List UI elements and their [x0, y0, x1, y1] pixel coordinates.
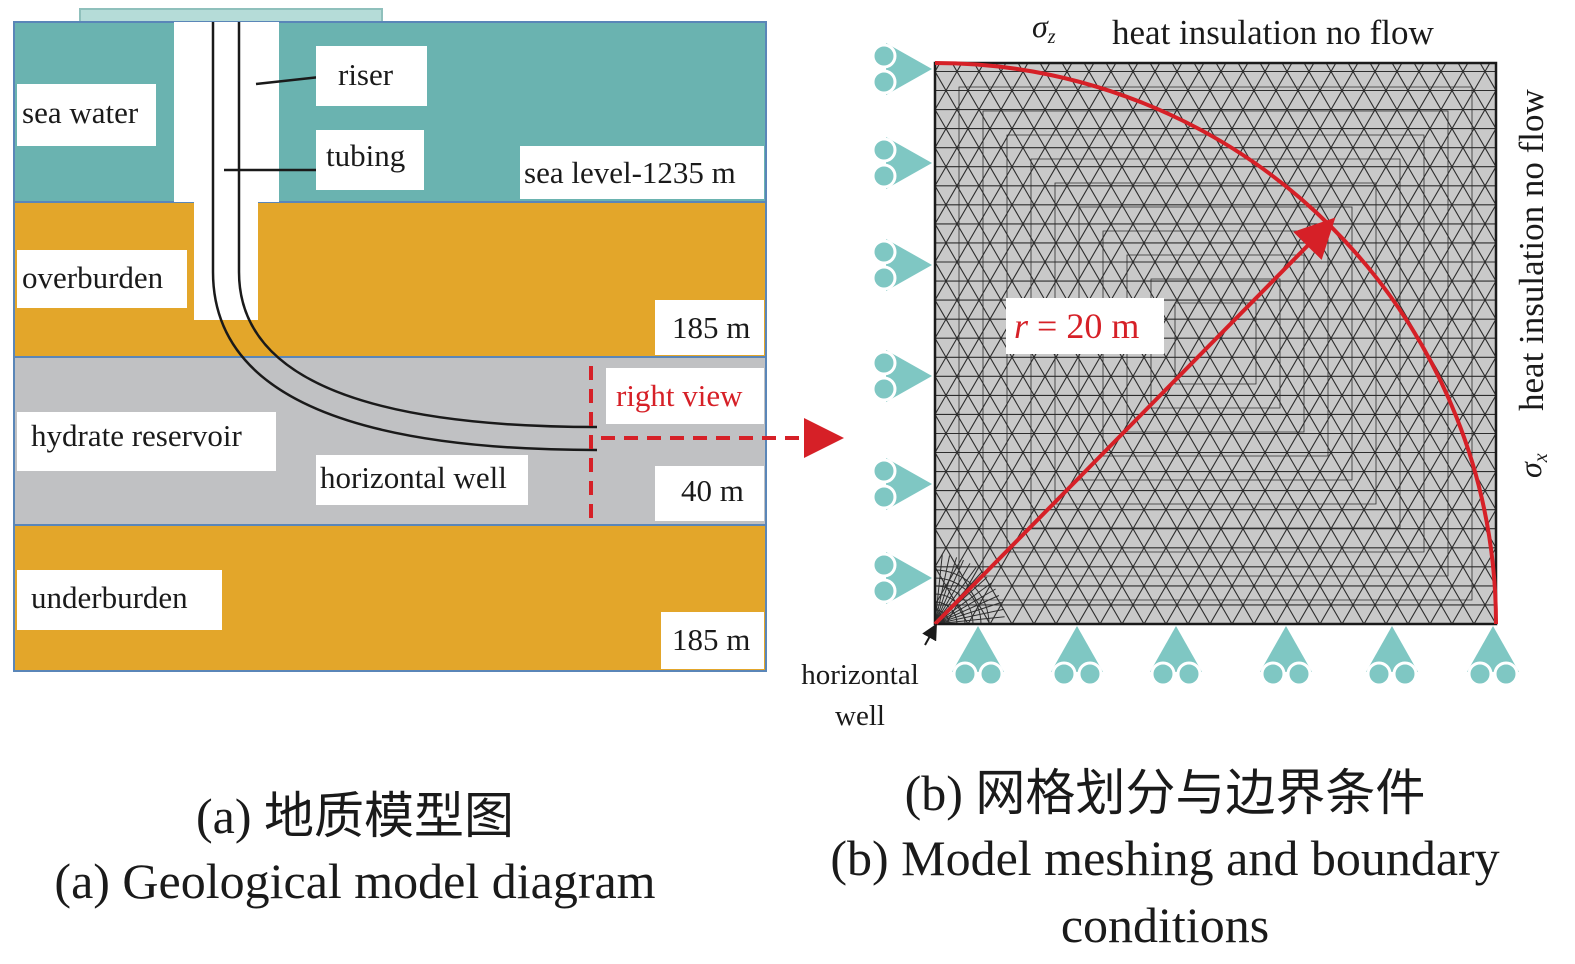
label-box-underburden — [17, 570, 222, 630]
label-box-horizontal-well — [316, 455, 528, 505]
riser-leader — [255, 75, 321, 86]
sigma-x-label: σx — [1512, 453, 1552, 478]
conductor-casing — [194, 200, 258, 320]
riser-pipe — [174, 22, 279, 202]
label-underburden-thickness: 185 m — [672, 622, 750, 657]
well-pointer — [922, 623, 937, 646]
label-hydrate-reservoir: hydrate reservoir — [31, 418, 243, 453]
label-well-line1: horizontal — [801, 659, 919, 691]
label-overburden-thickness: 185 m — [672, 310, 750, 345]
geological-model-diagram: sea water riser tubing sea level-1235 m … — [13, 8, 844, 909]
label-box-sea-water — [17, 84, 156, 146]
radius-arrow — [933, 217, 1336, 626]
radius-variable: r — [1014, 306, 1029, 346]
label-box-riser — [316, 46, 427, 106]
label-box-overburden-thickness — [655, 300, 764, 355]
left-roller-supports — [871, 41, 934, 606]
mesh-lines — [935, 63, 1496, 624]
label-box-tubing — [316, 130, 424, 190]
label-horizontal-well: horizontal well — [320, 460, 507, 495]
caption-b-english-line1: (b) Model meshing and boundary — [830, 830, 1499, 886]
label-well-line2: well — [835, 700, 885, 732]
label-sea-level: sea level-1235 m — [524, 155, 736, 190]
platform — [79, 8, 383, 24]
label-box-underburden-thickness — [661, 612, 764, 669]
mesh-border — [933, 61, 1498, 626]
label-tubing: tubing — [326, 138, 405, 173]
caption-a-chinese: (a) 地质模型图 — [196, 788, 514, 844]
caption-b-english-line2: conditions — [1061, 897, 1269, 953]
label-box-radius — [1006, 298, 1164, 354]
label-reservoir-thickness: 40 m — [681, 473, 744, 508]
mesh-refinement-bands — [958, 86, 1473, 601]
mesh-grid — [935, 63, 1496, 624]
bottom-roller-supports — [950, 624, 1521, 687]
label-sea-water: sea water — [22, 95, 139, 130]
radius-value: = 20 m — [1028, 306, 1139, 346]
sigma-z-label: σz — [1032, 8, 1056, 48]
label-top-boundary: heat insulation no flow — [1112, 13, 1434, 52]
label-box-right-view — [606, 368, 764, 424]
label-underburden: underburden — [31, 580, 188, 615]
label-box-overburden — [17, 250, 187, 308]
label-right-boundary: heat insulation no flow — [1512, 89, 1551, 411]
tubing-line-outer — [211, 22, 598, 452]
caption-b-chinese: (b) 网格划分与边界条件 — [905, 765, 1426, 821]
tubing-line-inner — [237, 22, 598, 429]
caption-a-english: (a) Geological model diagram — [54, 853, 655, 909]
label-right-view: right view — [616, 378, 743, 413]
label-riser: riser — [338, 57, 394, 92]
label-overburden: overburden — [22, 260, 164, 295]
label-box-hydrate-reservoir — [17, 412, 276, 471]
label-box-sea-level — [520, 146, 764, 199]
label-radius: r = 20 m — [1014, 306, 1139, 346]
label-box-reservoir-thickness — [655, 466, 764, 521]
